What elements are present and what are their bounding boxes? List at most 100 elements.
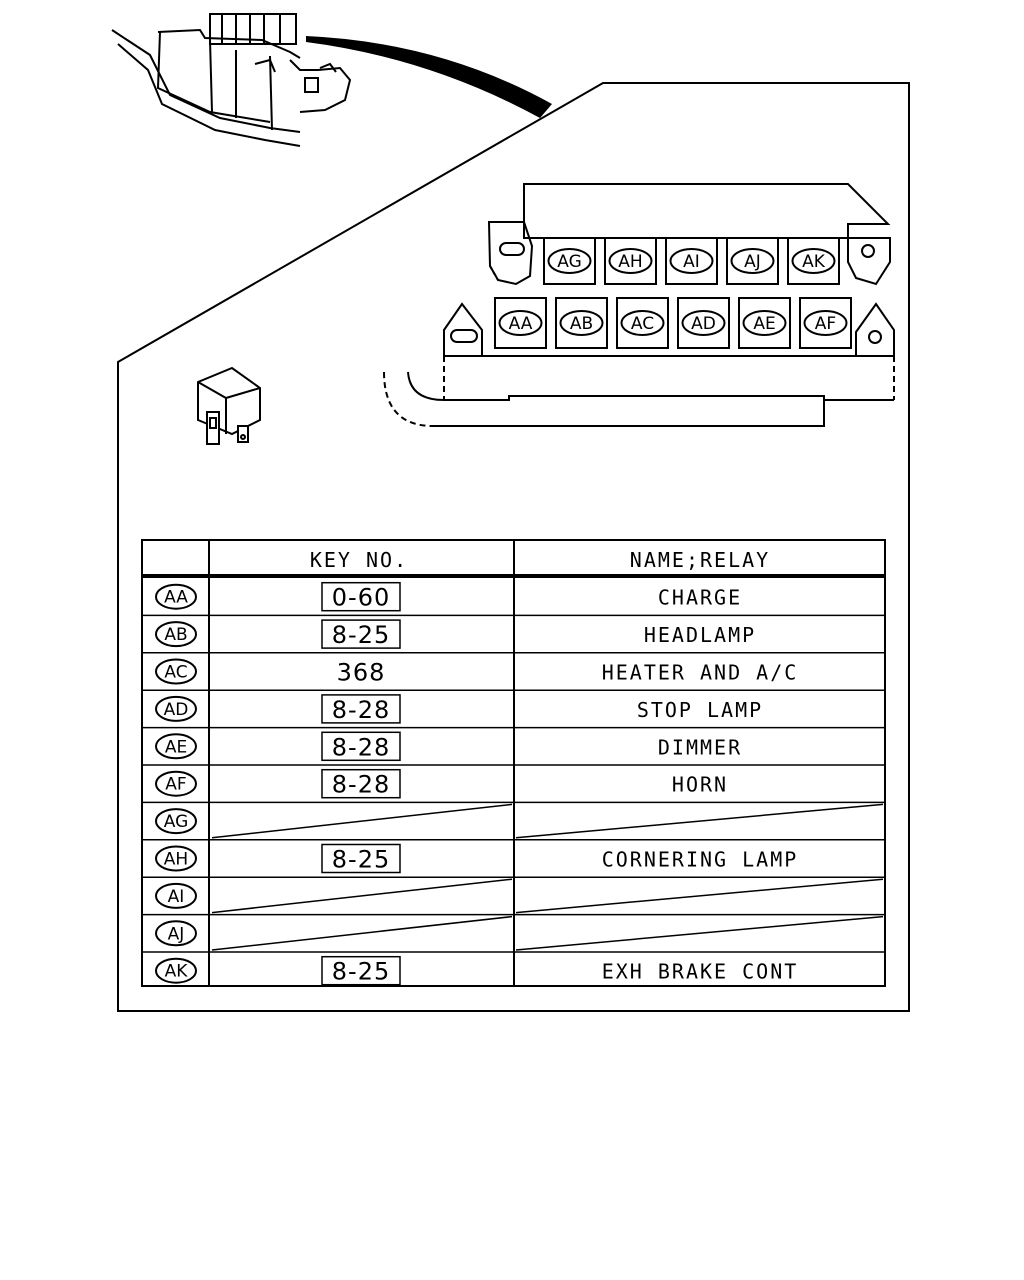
row-code-label: AH: [164, 850, 188, 870]
header-key-no: KEY NO.: [310, 548, 408, 572]
relay-code-badge: [681, 310, 726, 336]
relay-code-badge: [559, 310, 604, 336]
relay-code-badge: [669, 248, 714, 274]
vehicle-location-illustration: [111, 13, 352, 147]
row-code-badge: [155, 845, 197, 872]
relay-slot-ac: [616, 297, 669, 349]
table-row: AB 8-25 HEADLAMP: [142, 614, 885, 649]
detail-panel-frame: [117, 82, 910, 1012]
relay-slot-ad: [677, 297, 730, 349]
key-no-value: 0-60: [332, 584, 390, 612]
row-code-badge: [155, 882, 197, 909]
relay-name: EXH BRAKE CONT: [602, 960, 799, 984]
row-code-label: AF: [165, 775, 186, 795]
key-no-value: 8-28: [332, 733, 390, 761]
row-code-label: AK: [165, 962, 189, 982]
relay-code-badge: [803, 310, 848, 336]
relay-block: [383, 183, 895, 427]
relay-code-label: AJ: [744, 252, 761, 272]
relay-code-badge: [547, 248, 592, 274]
relay-code-label: AC: [631, 314, 654, 334]
row-code-label: AB: [164, 625, 187, 645]
relay-code-label: AK: [802, 252, 826, 272]
relay-code-badge: [742, 310, 787, 336]
table-row: AJ: [142, 913, 885, 951]
relay-code-badge: [730, 248, 775, 274]
relay-slot-ag: [543, 237, 596, 285]
table-row: AI: [142, 876, 885, 914]
relay-name: HORN: [672, 773, 728, 797]
relay-name: STOP LAMP: [637, 698, 763, 722]
empty-cell-diagonal: [211, 878, 513, 914]
table-row: AC 368 HEATER AND A/C: [142, 652, 885, 687]
row-code-badge: [155, 733, 197, 760]
key-no-value: 8-25: [332, 621, 390, 649]
relay-slot-ab: [555, 297, 608, 349]
row-code-label: AJ: [168, 924, 185, 944]
row-code-label: AG: [164, 812, 189, 832]
row-code-label: AD: [164, 700, 189, 720]
relay-code-label: AD: [691, 314, 716, 334]
key-no-box: [321, 843, 401, 874]
row-code-badge: [155, 658, 197, 685]
row-code-badge: [155, 583, 197, 610]
row-code-label: AC: [164, 663, 187, 683]
key-no-value: 8-28: [332, 696, 390, 724]
key-no-box: [321, 619, 401, 649]
table-row: AH 8-25 CORNERING LAMP: [142, 839, 885, 874]
relay-code-badge: [608, 248, 653, 274]
key-no-box: [321, 581, 401, 612]
relay-name: HEATER AND A/C: [602, 661, 799, 685]
row-code-label: AI: [168, 887, 185, 907]
row-code-badge: [155, 920, 197, 947]
empty-cell-diagonal: [211, 803, 513, 839]
relay-name: HEADLAMP: [644, 623, 756, 647]
table-row: AE 8-28 DIMMER: [142, 726, 885, 762]
relay-name: CORNERING LAMP: [602, 848, 799, 872]
key-no-value: 368: [337, 659, 386, 687]
relay-slot-ah: [604, 237, 657, 285]
key-no-box: [321, 694, 401, 724]
row-code-badge: [155, 621, 197, 648]
relay-code-label: AH: [618, 252, 642, 272]
key-no-value: 8-28: [332, 771, 390, 799]
relay-code-badge: [791, 248, 836, 274]
relay-slot-ak: [787, 237, 840, 285]
key-no-value: 8-25: [332, 846, 390, 874]
row-code-label: AE: [165, 737, 187, 757]
relay-code-label: AE: [753, 314, 775, 334]
empty-cell-diagonal: [515, 915, 884, 951]
key-no-box: [321, 768, 401, 799]
relay-slot-af: [799, 297, 852, 349]
relay-name: DIMMER: [658, 735, 742, 759]
relay-slot-aa: [494, 297, 547, 349]
relay-code-badge: [620, 310, 665, 336]
relay-code-label: AB: [570, 314, 593, 334]
key-no-box: [321, 731, 401, 762]
key-no-box: [321, 955, 401, 986]
empty-cell-diagonal: [515, 878, 884, 914]
empty-cell-diagonal: [515, 803, 884, 839]
table-row: AG: [142, 801, 885, 839]
relay-code-label: AF: [815, 314, 836, 334]
table-row: AD 8-28 STOP LAMP: [142, 689, 885, 724]
table-row: AF 8-28 HORN: [142, 764, 885, 799]
relay-name: CHARGE: [658, 586, 742, 610]
relay-code-label: AG: [557, 252, 582, 272]
relay-slot-ai: [665, 237, 718, 285]
relay-code-badge: [498, 310, 543, 336]
callout-arrow: [306, 36, 552, 118]
header-name-relay: NAME;RELAY: [630, 548, 770, 572]
key-no-value: 8-25: [332, 958, 390, 986]
relay-icon: [197, 366, 261, 445]
row-code-badge: [155, 770, 197, 797]
relay-slot-aj: [726, 237, 779, 285]
row-code-badge: [155, 808, 197, 835]
empty-cell-diagonal: [211, 915, 513, 951]
